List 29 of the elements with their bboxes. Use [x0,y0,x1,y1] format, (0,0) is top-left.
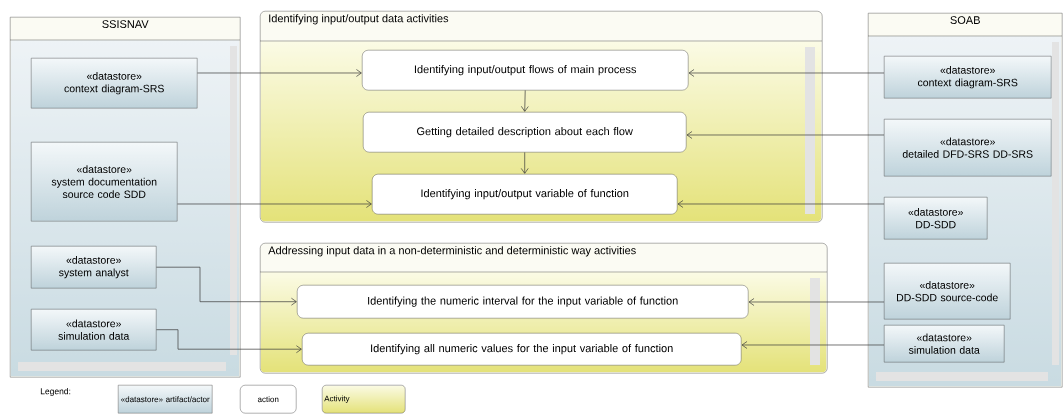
action-box: Identifying the numeric interval for the input variable of function [297,285,749,319]
legend-title: Legend: [40,388,71,396]
legend-item: «datastore» artifact/actor [118,385,213,414]
arrow [688,69,885,77]
datastore-box: «datastore» context diagram-SRS [31,58,198,109]
action-box: Getting detailed description about each flow [363,112,687,153]
action-box: Identifying input/output flows of main process [362,50,689,91]
action-box: Identifying all numeric values for the input variable of function [302,333,742,366]
legend-item: Activity [322,385,406,414]
datastore-box: «datastore» context diagram-SRS [884,56,1052,99]
arrow [741,341,885,349]
datastore-box: «datastore» simulation data [884,325,1005,363]
datastore-box: «datastore» system documentation source code SDD [31,142,178,222]
arrow [156,329,302,354]
datastore-box: «datastore» system analyst [31,246,157,289]
arrow [177,200,372,208]
arrow [748,298,885,306]
arrow [520,152,529,174]
datastore-box: «datastore» detailed DFD-SRS DD-SRS [884,119,1052,177]
arrow [521,90,529,112]
datastore-box: «datastore» DD-SDD source-code [884,263,1011,320]
arrow [677,200,885,208]
arrow [197,69,362,77]
datastore-box: «datastore» simulation data [31,309,157,351]
arrow [156,266,297,306]
datastore-box: «datastore» DD-SDD [884,197,988,240]
action-box: Identifying input/output variable of function [372,174,678,215]
legend-item: action [240,385,297,414]
arrow [686,131,885,139]
